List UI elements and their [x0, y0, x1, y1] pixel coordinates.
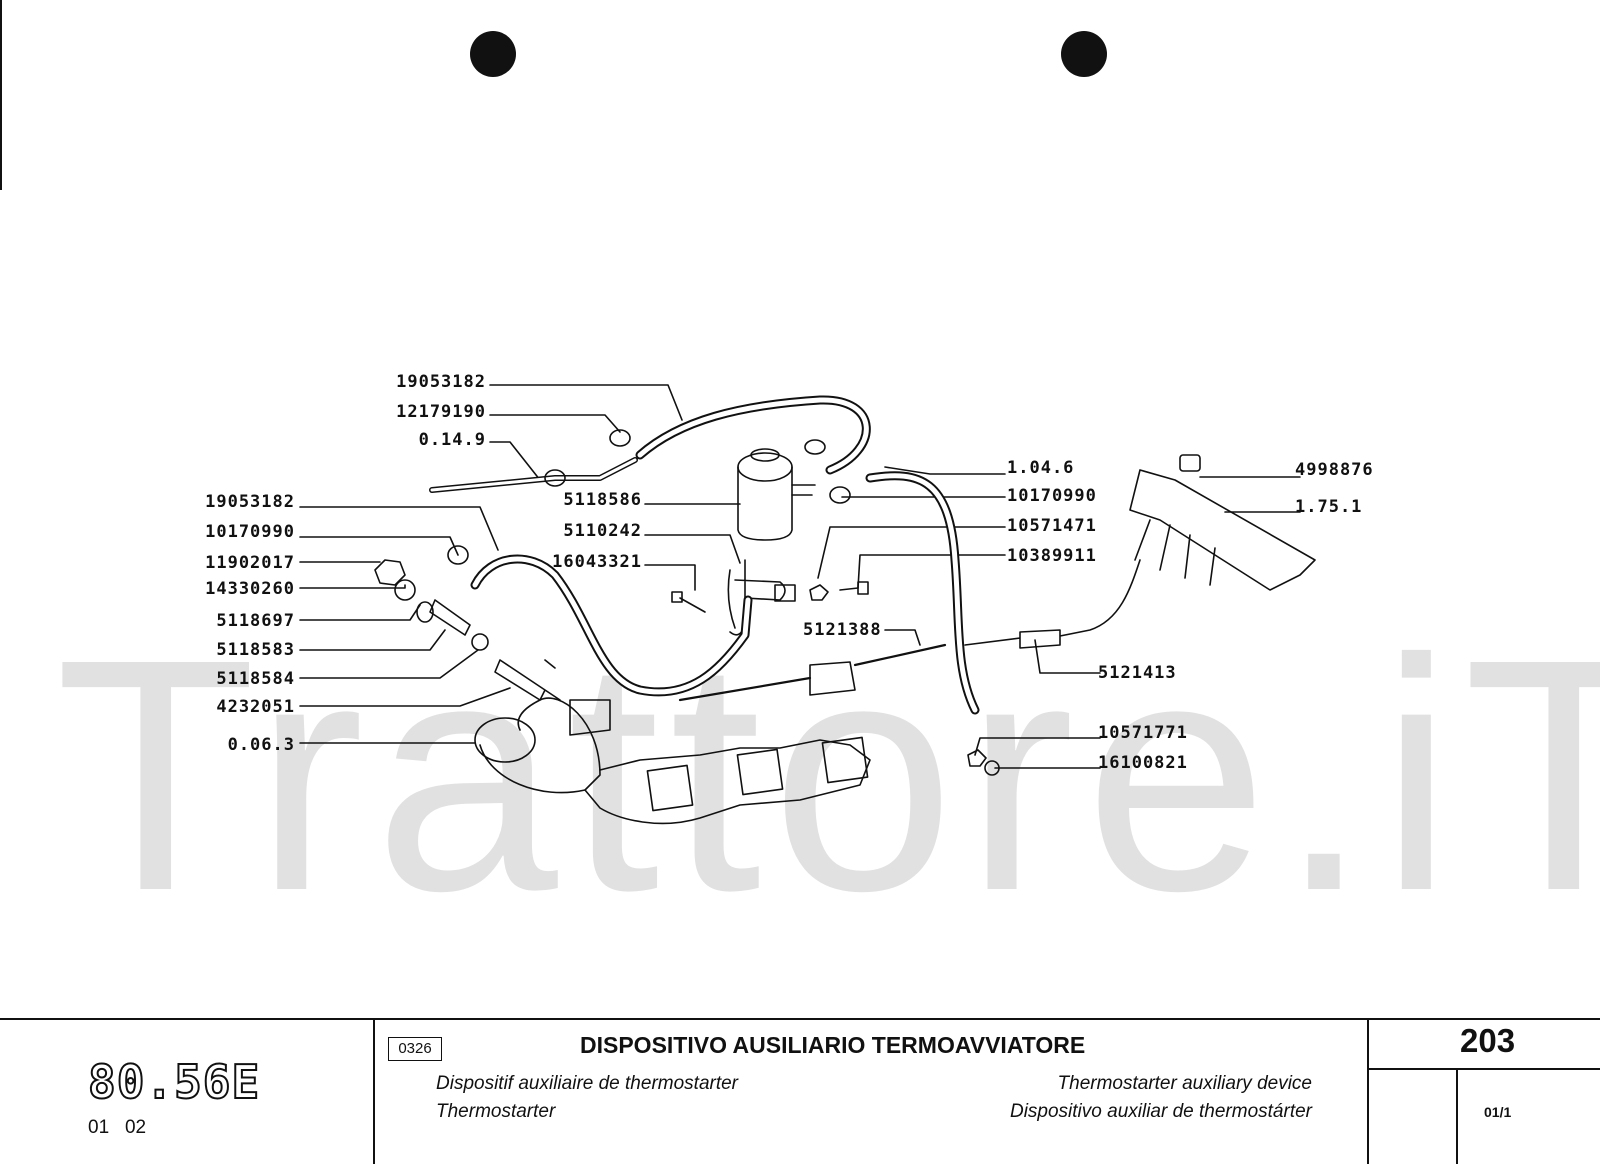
leader-l1 [489, 384, 683, 421]
part-label: 5118586 [563, 490, 642, 510]
leader-r4 [857, 554, 1006, 589]
footer-divider-3 [1456, 1068, 1458, 1164]
leader-c3 [644, 564, 696, 591]
left-edge-line [0, 0, 2, 190]
part-label: 5121413 [1098, 663, 1177, 683]
part-label: 0.06.3 [227, 735, 295, 755]
leader-l7 [299, 584, 406, 589]
part-label: 10571771 [1098, 723, 1188, 743]
part-label: 5118583 [216, 640, 295, 660]
nut-11902017 [374, 559, 406, 586]
part-label: 5121388 [803, 620, 882, 640]
leader-r1 [884, 466, 1006, 475]
part-label: 14330260 [205, 579, 295, 599]
punch-hole-right [1061, 31, 1107, 77]
part-label: 5110242 [563, 521, 642, 541]
leader-l11 [299, 687, 511, 707]
part-label: 0.14.9 [418, 430, 486, 450]
leader-l5 [299, 536, 459, 556]
part-label: 10170990 [1007, 486, 1097, 506]
model-number: 80.56E [87, 1054, 261, 1110]
part-label: 19053182 [205, 492, 295, 512]
part-label: 10389911 [1007, 546, 1097, 566]
part-label: 1.75.1 [1295, 497, 1363, 517]
leader-c2 [644, 534, 741, 564]
part-label: 10170990 [205, 522, 295, 542]
thermostarter [494, 659, 561, 701]
leader-l4 [299, 506, 499, 551]
model-sub: 01 02 [88, 1117, 147, 1138]
title-french: Dispositif auxiliaire de thermostarter [436, 1073, 739, 1094]
cable-bracket [809, 661, 856, 696]
title-spanish: Dispositivo auxiliar de thermostárter [1009, 1101, 1312, 1122]
punch-hole-left [470, 31, 516, 77]
leader-r7 [1034, 639, 1101, 674]
part-label: 10571471 [1007, 516, 1097, 536]
footer-divider-2 [1367, 1018, 1369, 1164]
part-label: 1.04.6 [1007, 458, 1075, 478]
leader-l8 [299, 604, 421, 621]
leader-r8 [974, 737, 1101, 756]
footer-page-rule [1367, 1068, 1600, 1070]
part-label: 16100821 [1098, 753, 1188, 773]
title-english: Thermostarter auxiliary device [1057, 1073, 1312, 1094]
part-label: 11902017 [205, 553, 295, 573]
control-panel [1129, 469, 1316, 591]
footer-top-rule [0, 1018, 1600, 1020]
section-code: 0326 [388, 1037, 442, 1061]
knob [1179, 454, 1201, 472]
leader-l3 [489, 441, 541, 481]
part-label: 16043321 [552, 552, 642, 572]
leader-l9 [299, 629, 446, 651]
title-german: Thermostarter [436, 1101, 556, 1122]
reservoir [737, 466, 793, 541]
part-label: 19053182 [396, 372, 486, 392]
part-label: 12179190 [396, 402, 486, 422]
leader-l2 [489, 414, 621, 433]
intake-flange [474, 717, 536, 763]
part-label: 4998876 [1295, 460, 1374, 480]
cable-5121388 [678, 643, 947, 702]
footer-divider-1 [373, 1018, 375, 1164]
page-number: 203 [1460, 1022, 1516, 1059]
exploded-parts-diagram [299, 384, 1316, 825]
part-label: 4232051 [216, 697, 295, 717]
intake-manifold [479, 697, 601, 794]
leader-c4 [884, 629, 921, 646]
page-title: DISPOSITIVO AUSILIARIO TERMOAVVIATORE [580, 1032, 1086, 1058]
part-label: 5118697 [216, 611, 295, 631]
bracket [727, 559, 786, 636]
sheet-number: 01/1 [1484, 1104, 1512, 1120]
leader-l10 [299, 649, 479, 679]
part-label: 5118584 [216, 669, 295, 689]
leader-r3 [817, 526, 1006, 579]
connector [964, 559, 1141, 649]
